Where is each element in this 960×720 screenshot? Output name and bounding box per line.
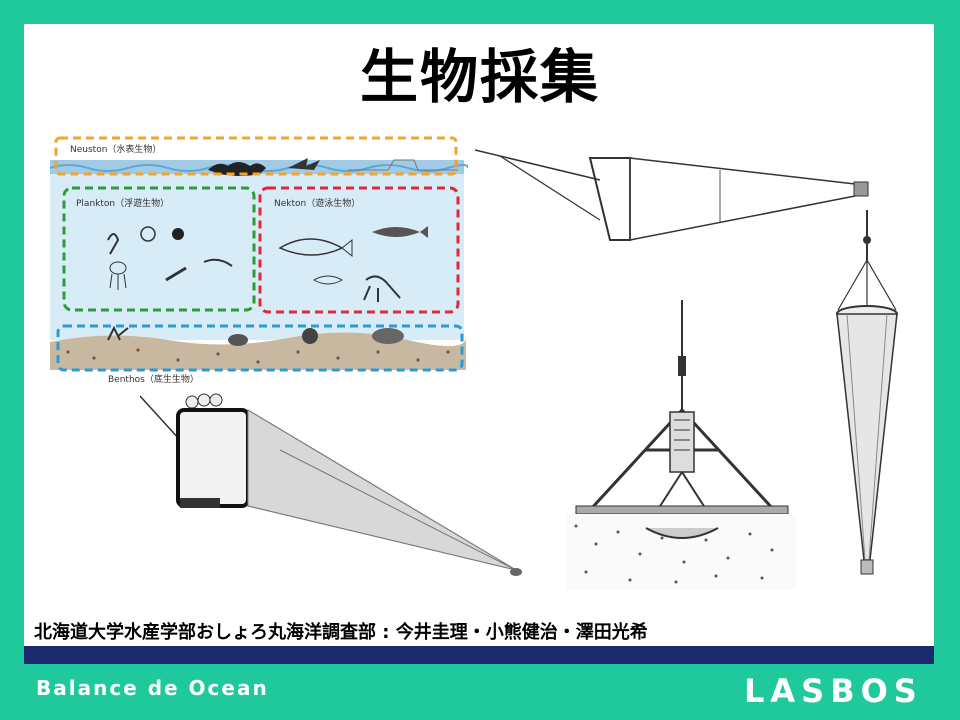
footer-divider [24,646,934,664]
neuston-label: Neuston（水表生物） [70,143,161,155]
page-title: 生物採集 [359,43,600,111]
logo-text: LASBOS [744,672,923,708]
marine-organism-diagram: Neuston（水表生物） Plankton（浮遊生物） Nekton（遊泳生物… [49,136,468,385]
nekton-label: Nekton（遊泳生物） [274,197,360,209]
plankton-net-icon [836,210,898,575]
plankton-label: Plankton（浮遊生物） [76,197,169,209]
grab-sampler-icon [566,300,796,590]
neuston-net-icon [474,149,869,241]
benthos-label: Benthos（底生生物） [108,373,199,385]
lasbos-logo: LASBOS [744,672,923,708]
footer-tagline: Balance de Ocean [36,676,269,700]
dredge-net-icon [140,393,522,576]
credit-text: 北海道大学水産学部おしょろ丸海洋調査部 : 今井圭理・小熊健治・澤田光希 [34,622,648,643]
